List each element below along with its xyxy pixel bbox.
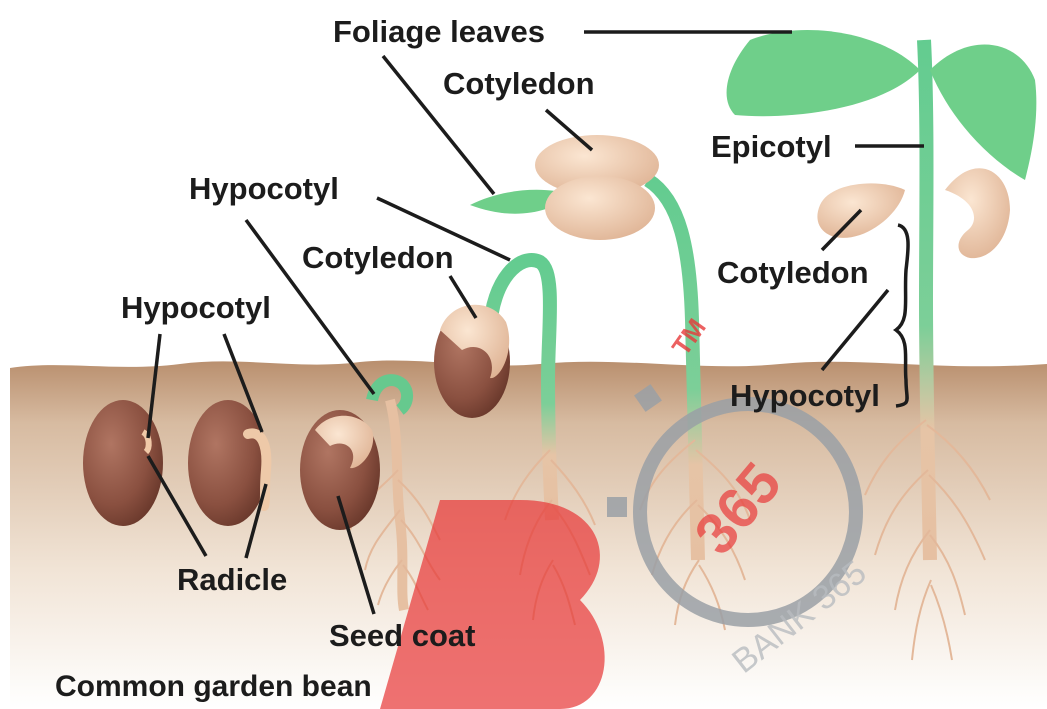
label-hypocotyl-right: Hypocotyl bbox=[730, 380, 880, 411]
label-cotyledon-right: Cotyledon bbox=[717, 257, 869, 288]
label-cotyledon-middle: Cotyledon bbox=[302, 242, 454, 273]
label-foliage-leaves: Foliage leaves bbox=[333, 16, 545, 47]
label-seed-coat: Seed coat bbox=[329, 620, 475, 651]
label-hypocotyl-middle: Hypocotyl bbox=[189, 173, 339, 204]
label-radicle: Radicle bbox=[177, 564, 287, 595]
label-cotyledon-top: Cotyledon bbox=[443, 68, 595, 99]
label-hypocotyl-left: Hypocotyl bbox=[121, 292, 271, 323]
caption: Common garden bean bbox=[55, 672, 372, 702]
label-epicotyl: Epicotyl bbox=[711, 131, 832, 162]
